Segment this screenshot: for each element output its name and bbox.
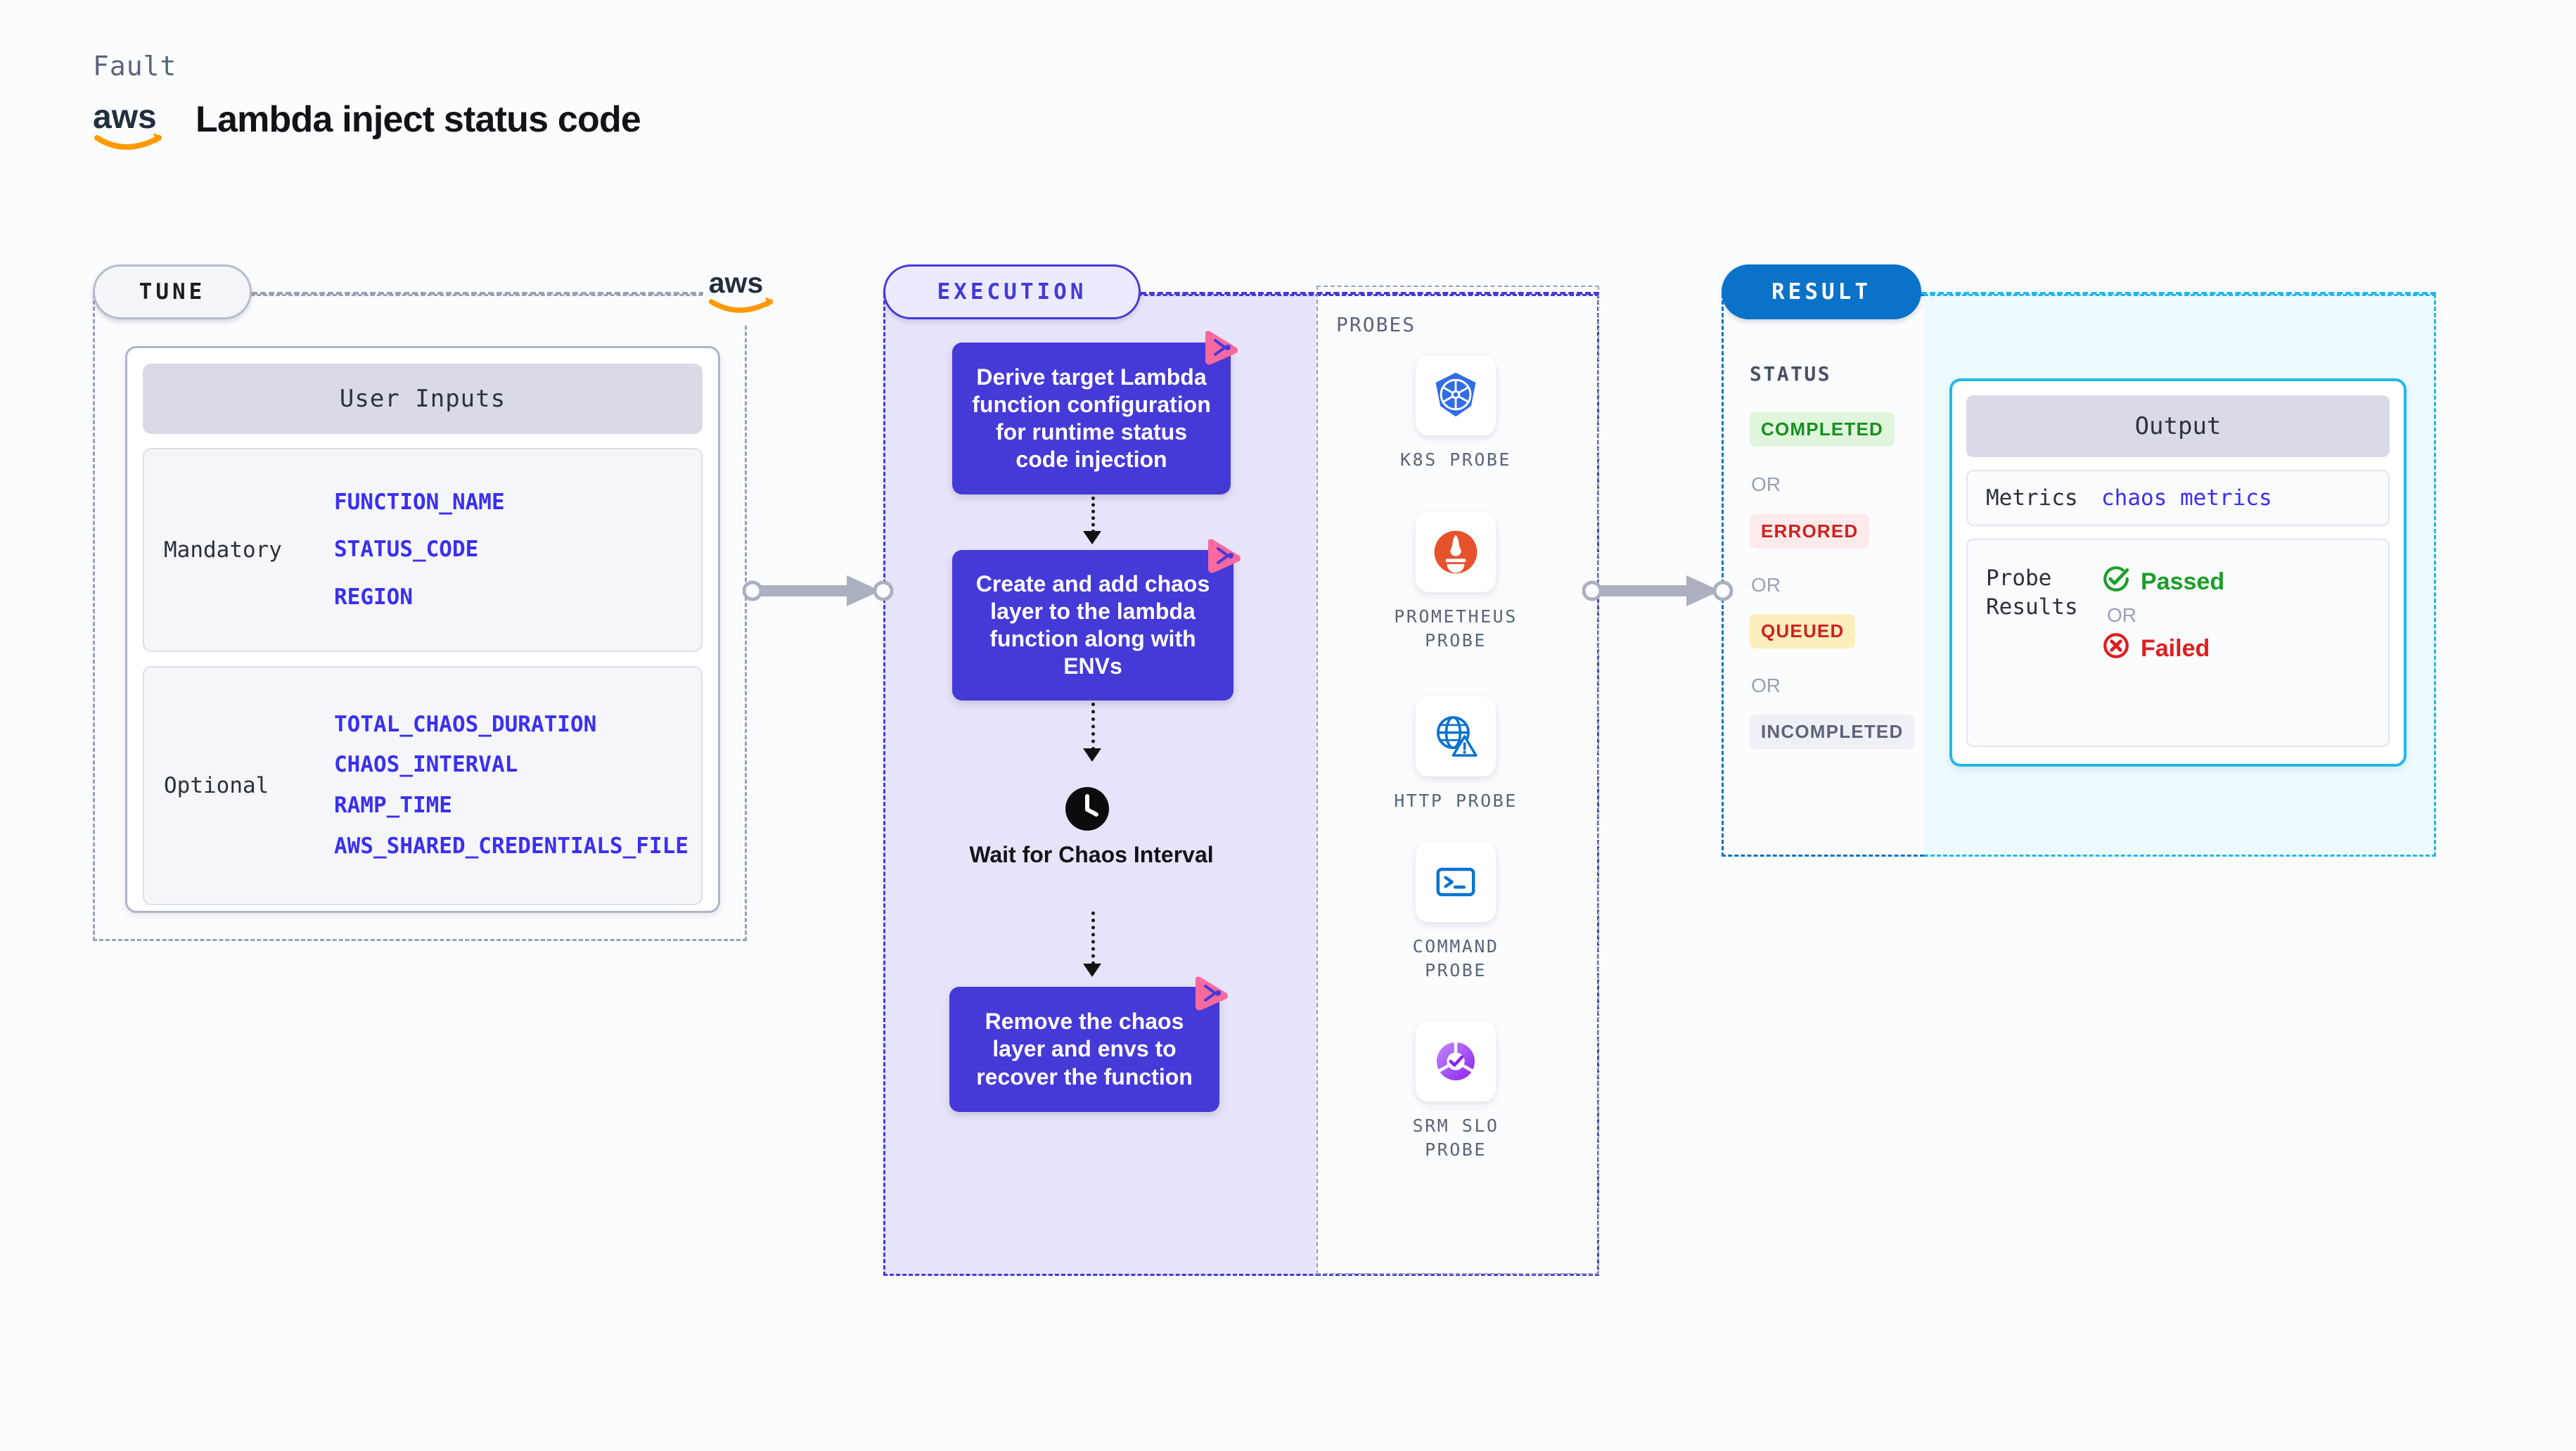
status-or-2: OR: [1751, 574, 1781, 596]
status-badge-errored: ERRORED: [1750, 514, 1870, 549]
param-total-chaos-duration: TOTAL_CHAOS_DURATION: [334, 711, 597, 737]
probe-result-passed: Passed: [2101, 564, 2224, 600]
probe-k8s-label: K8S PROBE: [1400, 449, 1511, 470]
status-badge-queued: QUEUED: [1750, 614, 1856, 648]
flow-arrow-3: [1091, 912, 1095, 965]
litmus-badge-icon: [1201, 537, 1242, 574]
svg-text:aws: aws: [93, 98, 157, 136]
probe-srm-slo[interactable]: SRM SLO PROBE: [1385, 1021, 1526, 1162]
output-title: Output: [1966, 395, 2390, 457]
check-circle-icon: [2101, 564, 2131, 600]
probe-prometheus-label: PROMETHEUS PROBE: [1394, 606, 1518, 651]
probe-passed-label: Passed: [2141, 568, 2225, 596]
probe-srm-slo-label: SRM SLO PROBE: [1412, 1116, 1499, 1160]
execution-to-result-arrow: [1582, 570, 1734, 615]
execution-step-3-text: Remove the chaos layer and envs to recov…: [976, 1009, 1193, 1089]
execution-step-2-text: Create and add chaos layer to the lambda…: [975, 570, 1210, 679]
page-kicker: Fault: [93, 51, 177, 82]
user-inputs-title: User Inputs: [143, 364, 703, 434]
flow-arrow-2-head: [1083, 748, 1101, 762]
execution-step-1-text: Derive target Lambda function configurat…: [972, 364, 1211, 473]
prometheus-icon: [1416, 512, 1496, 592]
status-badge-incompleted: INCOMPLETED: [1750, 715, 1915, 749]
param-status-code: STATUS_CODE: [334, 537, 479, 563]
mandatory-params-group: Mandatory FUNCTION_NAME STATUS_CODE REGI…: [143, 448, 703, 652]
probe-result-or: OR: [2107, 604, 2136, 627]
execution-step-3[interactable]: Remove the chaos layer and envs to recov…: [949, 987, 1219, 1112]
status-or-1: OR: [1751, 473, 1781, 495]
tune-pill[interactable]: TUNE: [93, 264, 252, 319]
probe-http[interactable]: HTTP PROBE: [1385, 696, 1526, 813]
litmus-badge-icon: [1188, 975, 1229, 1011]
execution-panel-right: [1316, 294, 1599, 1276]
output-probe-results-row: Probe Results Passed OR: [1966, 539, 2390, 748]
flow-arrow-1: [1091, 497, 1095, 533]
tune-to-execution-arrow: [742, 570, 894, 615]
optional-params-group: Optional TOTAL_CHAOS_DURATION CHAOS_INTE…: [143, 666, 703, 905]
output-probe-key: Probe Results: [1986, 565, 2078, 620]
terminal-icon: [1416, 842, 1496, 922]
probe-prometheus[interactable]: PROMETHEUS PROBE: [1385, 512, 1526, 653]
probe-k8s[interactable]: K8S PROBE: [1385, 355, 1526, 472]
param-ramp-time: RAMP_TIME: [334, 793, 452, 818]
wait-for-chaos-interval-label: Wait for Chaos Interval: [969, 842, 1214, 867]
param-function-name: FUNCTION_NAME: [334, 489, 505, 515]
probes-title: PROBES: [1336, 313, 1416, 336]
execution-dash-connector: [1141, 292, 1599, 295]
execution-step-2[interactable]: Create and add chaos layer to the lambda…: [952, 550, 1233, 701]
litmus-badge-icon: [1198, 329, 1239, 366]
probe-result-failed: Failed: [2101, 631, 2224, 667]
tune-dash-connector: [252, 292, 705, 295]
param-aws-shared-credentials-file: AWS_SHARED_CREDENTIALS_FILE: [334, 833, 688, 859]
result-dash-connector: [1921, 292, 2436, 295]
param-chaos-interval: CHAOS_INTERVAL: [334, 752, 518, 778]
execution-step-1[interactable]: Derive target Lambda function configurat…: [952, 343, 1231, 494]
output-metrics-row: Metrics chaos metrics: [1966, 470, 2390, 527]
flow-arrow-3-head: [1083, 964, 1101, 977]
status-badge-completed: COMPLETED: [1750, 412, 1895, 447]
http-globe-icon: [1416, 696, 1496, 776]
svg-text:aws: aws: [709, 267, 764, 299]
output-metrics-value: chaos metrics: [2101, 485, 2272, 511]
tune-panel: [93, 294, 747, 941]
optional-label: Optional: [164, 773, 269, 798]
x-circle-icon: [2101, 631, 2131, 667]
result-pill[interactable]: RESULT: [1722, 264, 1921, 319]
user-inputs-card: User Inputs Mandatory FUNCTION_NAME STAT…: [125, 346, 720, 913]
clock-icon: [1052, 786, 1122, 831]
probe-failed-label: Failed: [2141, 635, 2210, 663]
flow-arrow-2: [1091, 703, 1095, 750]
output-metrics-key: Metrics: [1986, 485, 2078, 511]
mandatory-label: Mandatory: [164, 537, 282, 563]
param-region: REGION: [334, 584, 413, 610]
probe-command-label: COMMAND PROBE: [1412, 936, 1499, 980]
probe-command[interactable]: COMMAND PROBE: [1385, 842, 1526, 983]
flow-arrow-1-head: [1083, 531, 1101, 544]
page-title: Lambda inject status code: [196, 99, 641, 140]
aws-logo-icon: aws: [91, 93, 176, 153]
status-title: STATUS: [1750, 362, 1832, 385]
output-card: Output Metrics chaos metrics Probe Resul…: [1949, 378, 2407, 767]
status-or-3: OR: [1751, 675, 1781, 696]
kubernetes-icon: [1416, 355, 1496, 435]
probe-http-label: HTTP PROBE: [1394, 791, 1518, 811]
execution-pill[interactable]: EXECUTION: [883, 264, 1141, 319]
probes-panel: [1316, 286, 1599, 1274]
aws-badge-icon: aws: [703, 259, 788, 324]
srm-slo-icon: [1416, 1021, 1496, 1101]
